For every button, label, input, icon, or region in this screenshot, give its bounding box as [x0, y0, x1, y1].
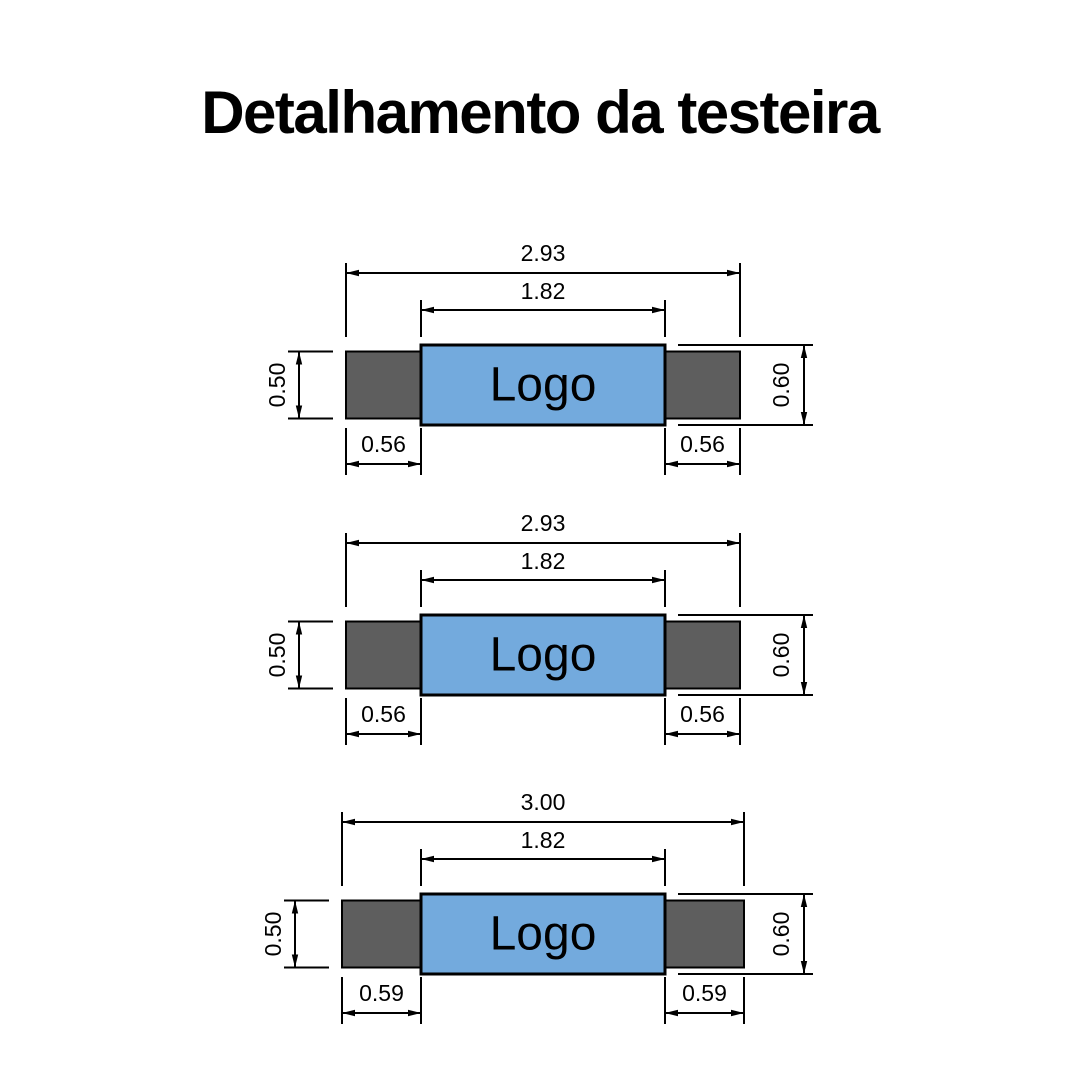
logo-width-label: 1.82 — [521, 548, 566, 574]
right-end-cap — [664, 620, 741, 690]
left-end-cap — [345, 350, 422, 420]
arrowhead-icon — [800, 894, 808, 907]
total-width-label: 2.93 — [521, 240, 566, 266]
right-end-cap — [664, 899, 745, 969]
arrowhead-icon — [408, 730, 421, 738]
total-width-label: 2.93 — [521, 510, 566, 536]
left-cap-height-label: 0.50 — [264, 633, 290, 678]
page-title: Detalhamento da testeira — [201, 79, 880, 146]
arrowhead-icon — [295, 675, 303, 689]
arrowhead-icon — [800, 615, 808, 628]
left-cap-height-label: 0.50 — [260, 912, 286, 957]
left-cap-height-label: 0.50 — [264, 363, 290, 408]
arrowhead-icon — [408, 1009, 421, 1017]
testeira-diagram-3: Logo 3.00 1.82 0.50 0.60 0.59 0.59 — [260, 789, 813, 1024]
arrowhead-icon — [800, 682, 808, 695]
logo-panel — [419, 343, 667, 427]
logo-panel — [419, 892, 667, 976]
arrowhead-icon — [731, 1009, 744, 1017]
arrowhead-icon — [295, 405, 303, 419]
right-end-cap — [664, 350, 741, 420]
arrowhead-icon — [295, 351, 303, 365]
total-width-label: 3.00 — [521, 789, 566, 815]
right-cap-height-label: 0.60 — [768, 912, 794, 957]
arrowhead-icon — [342, 818, 355, 826]
arrowhead-icon — [727, 539, 740, 547]
arrowhead-icon — [421, 576, 434, 584]
arrowhead-icon — [346, 730, 359, 738]
arrowhead-icon — [727, 269, 740, 277]
arrowhead-icon — [800, 961, 808, 974]
right-cap-width-label: 0.56 — [680, 701, 725, 727]
arrowhead-icon — [346, 460, 359, 468]
right-cap-height-label: 0.60 — [768, 363, 794, 408]
arrowhead-icon — [665, 460, 678, 468]
logo-text: Logo — [490, 629, 597, 682]
arrowhead-icon — [408, 460, 421, 468]
left-cap-width-label: 0.59 — [359, 980, 404, 1006]
right-cap-width-label: 0.56 — [680, 431, 725, 457]
arrowhead-icon — [652, 576, 665, 584]
testeira-diagram-2: Logo 2.93 1.82 0.50 0.60 0.56 0.56 — [264, 510, 813, 745]
left-end-cap — [345, 620, 422, 690]
logo-width-label: 1.82 — [521, 827, 566, 853]
left-cap-width-label: 0.56 — [361, 431, 406, 457]
logo-width-label: 1.82 — [521, 278, 566, 304]
arrowhead-icon — [665, 730, 678, 738]
arrowhead-icon — [800, 412, 808, 425]
left-end-cap — [341, 899, 422, 969]
arrowhead-icon — [652, 306, 665, 314]
arrowhead-icon — [346, 269, 359, 277]
arrowhead-icon — [800, 345, 808, 358]
arrowhead-icon — [727, 730, 740, 738]
arrowhead-icon — [346, 539, 359, 547]
arrowhead-icon — [342, 1009, 355, 1017]
right-cap-width-label: 0.59 — [682, 980, 727, 1006]
arrowhead-icon — [731, 818, 744, 826]
right-cap-height-label: 0.60 — [768, 633, 794, 678]
arrowhead-icon — [652, 855, 665, 863]
arrowhead-icon — [291, 900, 299, 914]
testeira-diagram-1: Logo 2.93 1.82 0.50 0.60 0.56 0.56 — [264, 240, 813, 475]
left-cap-width-label: 0.56 — [361, 701, 406, 727]
arrowhead-icon — [421, 855, 434, 863]
logo-text: Logo — [490, 359, 597, 412]
arrowhead-icon — [291, 954, 299, 968]
logo-panel — [419, 613, 667, 697]
arrowhead-icon — [665, 1009, 678, 1017]
arrowhead-icon — [421, 306, 434, 314]
arrowhead-icon — [295, 621, 303, 635]
arrowhead-icon — [727, 460, 740, 468]
logo-text: Logo — [490, 908, 597, 961]
